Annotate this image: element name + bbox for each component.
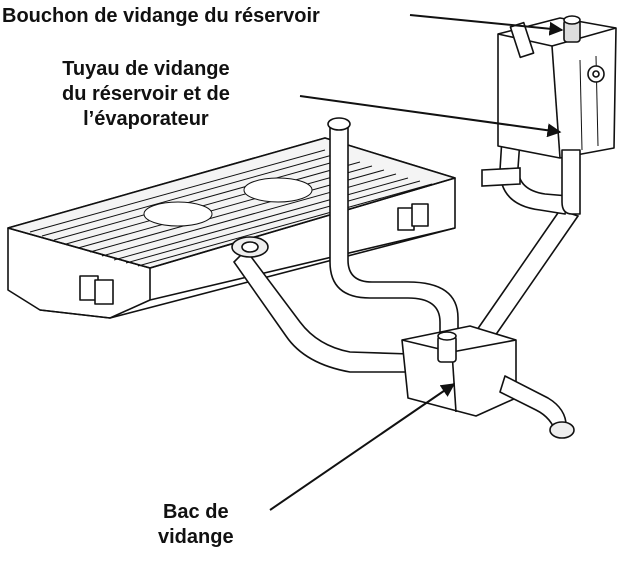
pan-leader <box>269 383 456 511</box>
leader-lines <box>269 14 564 511</box>
drain-pan <box>401 325 575 439</box>
label-line: Bac de <box>162 501 229 523</box>
label-line: Tuyau de vidange <box>62 58 230 80</box>
label-line: vidange <box>158 526 234 548</box>
reservoir-tank <box>497 17 617 215</box>
label-line: du réservoir et de <box>62 83 230 105</box>
label-line: Bouchon de vidange du réservoir <box>2 5 320 27</box>
reservoir-drain-plug <box>563 15 581 43</box>
cap-leader <box>409 14 564 36</box>
drain-hose-label: Tuyau de vidange du réservoir et de l’év… <box>62 57 230 132</box>
reservoir-drain-plug-label: Bouchon de vidange du réservoir <box>2 4 320 29</box>
label-line: l’évaporateur <box>83 108 209 130</box>
tray-brackets <box>79 203 429 305</box>
tray-drain-hose <box>231 236 413 373</box>
drain-pan-label: Bac de vidange <box>158 500 234 550</box>
hose-leader <box>299 95 562 138</box>
